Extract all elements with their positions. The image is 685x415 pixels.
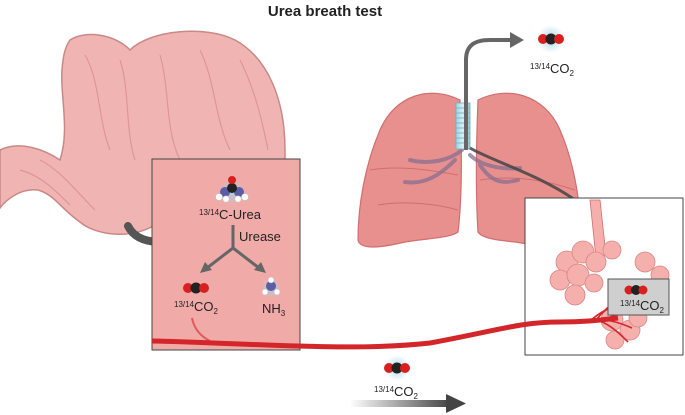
bloodstream-co2-label: 13/14CO2 bbox=[374, 384, 419, 401]
co2-stomach-label: 13/14CO2 bbox=[174, 299, 219, 316]
reaction-arrows bbox=[206, 225, 260, 270]
nh3-label: NH3 bbox=[262, 301, 286, 318]
urea-molecule-icon bbox=[215, 176, 249, 205]
diagram-title: Urea breath test bbox=[268, 3, 382, 20]
alveoli-co2-molecule-icon bbox=[624, 285, 648, 295]
exhaled-co2-molecule-icon bbox=[537, 25, 565, 53]
urease-label: Urease bbox=[239, 229, 281, 244]
co2-diffusion-stub bbox=[191, 317, 211, 342]
reaction-arrowhead-left bbox=[200, 262, 212, 273]
urea-label: 13/14C-Urea bbox=[199, 207, 262, 222]
exhaled-co2-label: 13/14CO2 bbox=[530, 61, 575, 78]
bloodstream-co2-molecule-icon bbox=[384, 355, 410, 381]
exhale-arrowhead bbox=[510, 32, 524, 48]
reaction-arrowhead-right bbox=[254, 262, 266, 273]
flow-direction-arrowhead bbox=[446, 394, 466, 413]
nh3-molecule-icon bbox=[261, 276, 281, 298]
alveoli-co2-box bbox=[607, 278, 670, 316]
alveoli-co2-label: 13/14CO2 bbox=[620, 298, 665, 315]
flow-direction-arrow-shaft bbox=[350, 400, 450, 407]
blood-vessel bbox=[151, 315, 619, 350]
exhale-path-arrow bbox=[464, 38, 512, 150]
alveoli-illustration bbox=[549, 199, 670, 350]
co2-molecule-icon bbox=[183, 282, 209, 294]
